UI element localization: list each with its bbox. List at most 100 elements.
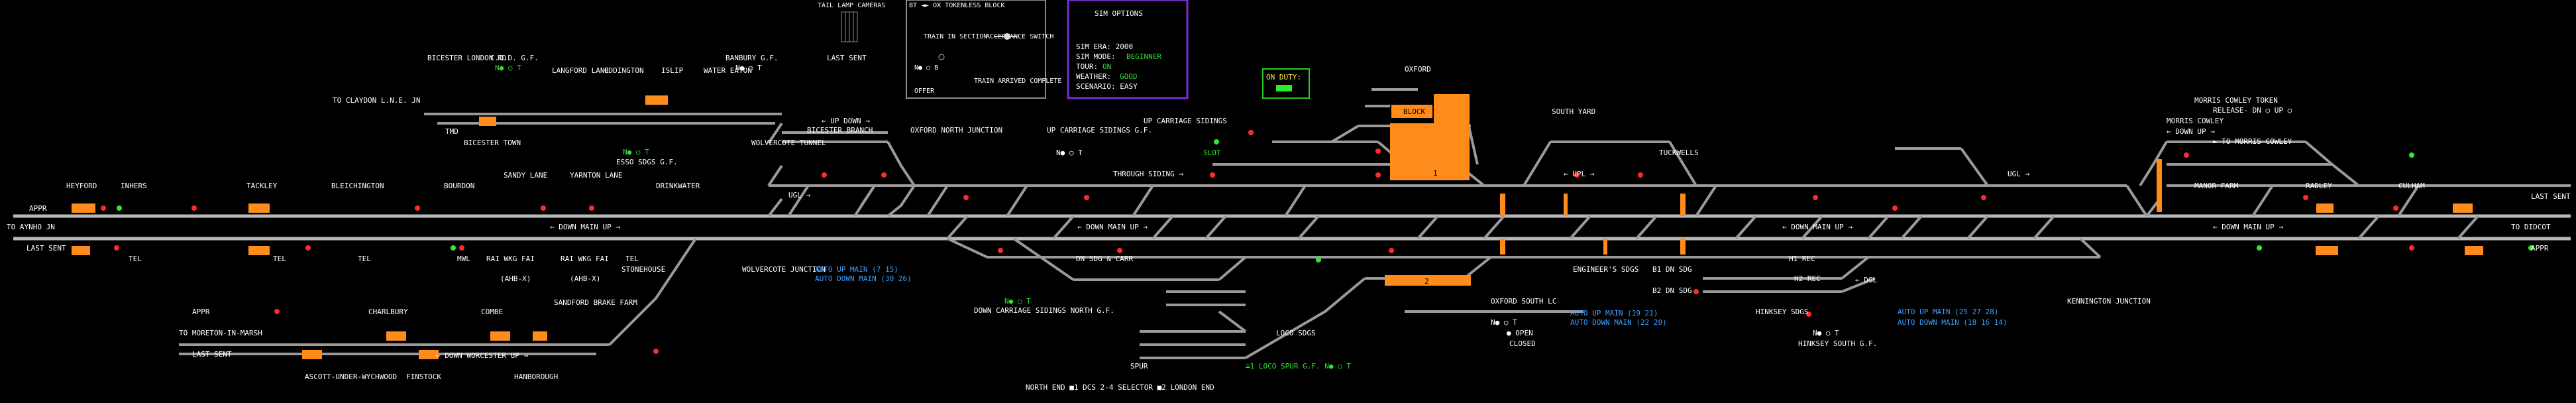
panel-label: UP CARRIAGE SIDINGS G.F. xyxy=(1047,126,1152,135)
tokenless-block-box xyxy=(906,0,1046,99)
tokenless-title: BT ◄► OX TOKENLESS BLOCK xyxy=(909,2,1005,9)
panel-label: ASCOTT-UNDER-WYCHWOOD xyxy=(305,373,397,381)
acceptance-switch-label: ACCEPTANCE SWITCH xyxy=(986,33,1053,40)
panel-label: LAST SENT xyxy=(827,54,867,62)
panel-label: TEL xyxy=(273,255,286,263)
panel-label: TMD xyxy=(445,127,458,136)
panel-label: THROUGH SIDING → xyxy=(1113,170,1183,178)
tour-value: ON xyxy=(1102,62,1111,71)
oxford-bay-occupied[interactable] xyxy=(1391,105,1432,118)
panel-label: SLOT xyxy=(1203,148,1221,157)
oxford-platform-2-occupied[interactable] xyxy=(1385,275,1471,286)
panel-label: BICESTER BRANCH xyxy=(807,126,873,135)
panel-label: RELEASE- DN ○ UP ○ xyxy=(2213,106,2292,115)
panel-label: AUTO DOWN MAIN (30 26) xyxy=(815,274,912,283)
sim-mode-value: BEGINNER xyxy=(1126,52,1161,61)
on-duty-label: ON DUTY: xyxy=(1266,73,1301,82)
panel-label: N● ○ T xyxy=(495,64,521,72)
panel-label: C.O.D. G.F. xyxy=(490,54,539,62)
panel-label: HANBOROUGH xyxy=(514,373,558,381)
panel-label: LANGFORD LANE xyxy=(552,66,609,75)
panel-label: RAI WKG FAI xyxy=(561,255,609,263)
weather-value: GOOD xyxy=(1120,72,1138,81)
signals-clear[interactable] xyxy=(117,139,2534,262)
panel-label: TO DIDCOT xyxy=(2511,223,2551,231)
panel-label: N● ○ T xyxy=(1491,318,1517,327)
footer-selector[interactable]: NORTH END ■1 DCS 2-4 SELECTOR ■2 LONDON … xyxy=(1026,383,1214,392)
platform-1-label: 1 xyxy=(1433,169,1438,178)
panel-label: MORRIS COWLEY xyxy=(2167,117,2224,125)
on-duty-indicator xyxy=(1276,85,1292,91)
train-arrived-label: TRAIN ARRIVED COMPLETE xyxy=(974,78,1061,85)
panel-label: KENNINGTON JUNCTION xyxy=(2067,297,2151,306)
panel-label: MWL xyxy=(457,255,470,263)
sim-options-title: SIM OPTIONS xyxy=(1095,9,1143,18)
panel-label: UGL → xyxy=(788,191,810,200)
panel-label: SOUTH YARD xyxy=(1552,107,1595,116)
panel-label: BLEICHINGTON xyxy=(331,182,384,190)
tail-lamp-cameras[interactable] xyxy=(841,11,858,42)
panel-label: ← DOWN UP → xyxy=(2167,127,2215,136)
panel-label: WOLVERCOTE TUNNEL xyxy=(751,139,826,147)
panel-label: APPR xyxy=(2531,244,2549,253)
panel-label: UP CARRIAGE SIDINGS xyxy=(1144,117,1227,125)
panel-label: ISLIP xyxy=(661,66,683,75)
panel-label: STONEHOUSE xyxy=(621,265,665,274)
panel-label: ← DOWN MAIN UP → xyxy=(1782,223,1852,231)
panel-label: N● ○ T xyxy=(735,64,762,72)
panel-label: ← DOWN MAIN UP → xyxy=(1077,223,1148,231)
panel-label: ≡1 LOCO SPUR G.F. N● ○ T xyxy=(1246,362,1351,371)
panel-label: CHARLBURY xyxy=(368,308,408,316)
panel-label: SANDY LANE xyxy=(504,171,547,180)
sim-options-box[interactable] xyxy=(1067,0,1189,99)
scenario-label: SCENARIO: EASY xyxy=(1076,82,1138,91)
panel-label: BICESTER TOWN xyxy=(464,139,521,147)
panel-label: TEL xyxy=(625,255,639,263)
weather-key: WEATHER: xyxy=(1076,72,1111,81)
panel-label: TEL xyxy=(358,255,371,263)
panel-label: ← DGL xyxy=(1855,276,1877,284)
panel-label: MANOR FARM xyxy=(2194,182,2239,190)
panel-label: TACKLEY xyxy=(246,182,278,190)
panel-label: OXFORD xyxy=(1405,65,1431,74)
panel-label: WATER EATON xyxy=(704,66,752,75)
panel-label: H1 REC xyxy=(1789,255,1815,263)
panel-label: WOLVERCOTE JUNCTION xyxy=(742,265,826,274)
panel-label: TEL xyxy=(129,255,142,263)
panel-label: AUTO UP MAIN (25 27 28) xyxy=(1898,308,1998,316)
panel-label: AUTO DOWN MAIN (22 20) xyxy=(1570,318,1667,327)
block-label: BLOCK xyxy=(1403,107,1425,116)
panel-label: ← DOWN MAIN UP → xyxy=(550,223,620,231)
panel-label: INHERS xyxy=(121,182,147,190)
panel-label: (AHB-X) xyxy=(570,274,600,283)
panel-label: CULHAM xyxy=(2398,182,2425,190)
panel-label: ESSO SDGS G.F. xyxy=(616,158,678,166)
panel-label: TO MORETON-IN-MARSH xyxy=(179,329,262,337)
acceptance-switch[interactable] xyxy=(994,33,1017,40)
panel-label: ENGINEER'S SDGS xyxy=(1573,265,1638,274)
sim-era: SIM ERA: 2000 xyxy=(1076,42,1133,51)
panel-label: N● ○ T xyxy=(623,148,649,156)
panel-label: OXFORD NORTH JUNCTION xyxy=(910,126,1002,135)
panel-label: LAST SENT xyxy=(27,244,66,253)
panel-label: HINKSEY SOUTH G.F. xyxy=(1798,339,1877,348)
panel-label: UGL → xyxy=(2008,170,2029,178)
panel-label: LOCO SDGS xyxy=(1276,329,1316,337)
signals-danger[interactable] xyxy=(101,130,2414,354)
panel-label: DOWN CARRIAGE SIDINGS NORTH G.F. xyxy=(974,306,1114,315)
panel-label: RADLEY xyxy=(2306,182,2332,190)
panel-label: AUTO UP MAIN (19 21) xyxy=(1570,309,1658,317)
panel-label: ← UP DOWN → xyxy=(822,117,870,125)
panel-label: BOURDON xyxy=(444,182,474,190)
train-in-section-lamp xyxy=(938,54,945,60)
panel-label: TO CLAYDON L.N.E. JN xyxy=(333,96,420,105)
panel-label: H2 REC xyxy=(1794,274,1821,283)
main-track-layout xyxy=(13,88,2571,359)
tour-key: TOUR: xyxy=(1076,62,1098,71)
panel-label: TUCKWELLS xyxy=(1659,148,1699,157)
panel-label: BICESTER LONDON RD xyxy=(427,54,506,62)
panel-label: ← DOWN WORCESTER UP → xyxy=(436,351,528,360)
panel-label: ● OPEN xyxy=(1507,329,1533,337)
train-in-section-label: TRAIN IN SECTION xyxy=(924,33,987,40)
